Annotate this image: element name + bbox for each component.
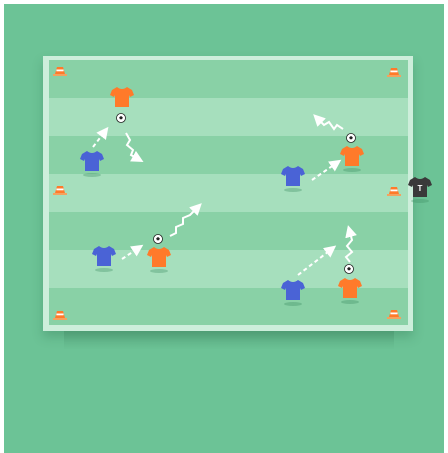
dribble-arrow	[316, 117, 343, 129]
training-cone-icon	[387, 68, 401, 77]
tshirt-icon	[340, 146, 364, 166]
soccer-ball-icon	[154, 235, 163, 244]
coach-letter: T	[418, 184, 423, 193]
pass-arrow	[312, 162, 338, 180]
tshirt-icon	[92, 246, 116, 266]
soccer-ball-icon	[345, 265, 354, 274]
pass-arrow	[298, 248, 333, 275]
pass-arrow	[93, 130, 106, 147]
training-cone-icon	[387, 187, 401, 196]
training-cone-icon	[53, 311, 67, 320]
tshirt-icon	[80, 151, 104, 171]
training-cone-icon	[53, 67, 67, 76]
tshirt-icon	[110, 87, 134, 107]
tshirt-icon	[281, 166, 305, 186]
tshirt-icon	[281, 280, 305, 300]
soccer-ball-icon	[117, 114, 126, 123]
dribble-arrow	[126, 133, 140, 160]
tshirt-icon	[338, 278, 362, 298]
soccer-ball-icon	[347, 134, 356, 143]
tshirt-icon	[147, 247, 171, 267]
training-cone-icon	[387, 310, 401, 319]
dribble-arrow	[170, 206, 199, 236]
dribble-arrow	[346, 229, 352, 262]
training-cone-icon	[53, 186, 67, 195]
pass-arrow	[122, 247, 140, 259]
